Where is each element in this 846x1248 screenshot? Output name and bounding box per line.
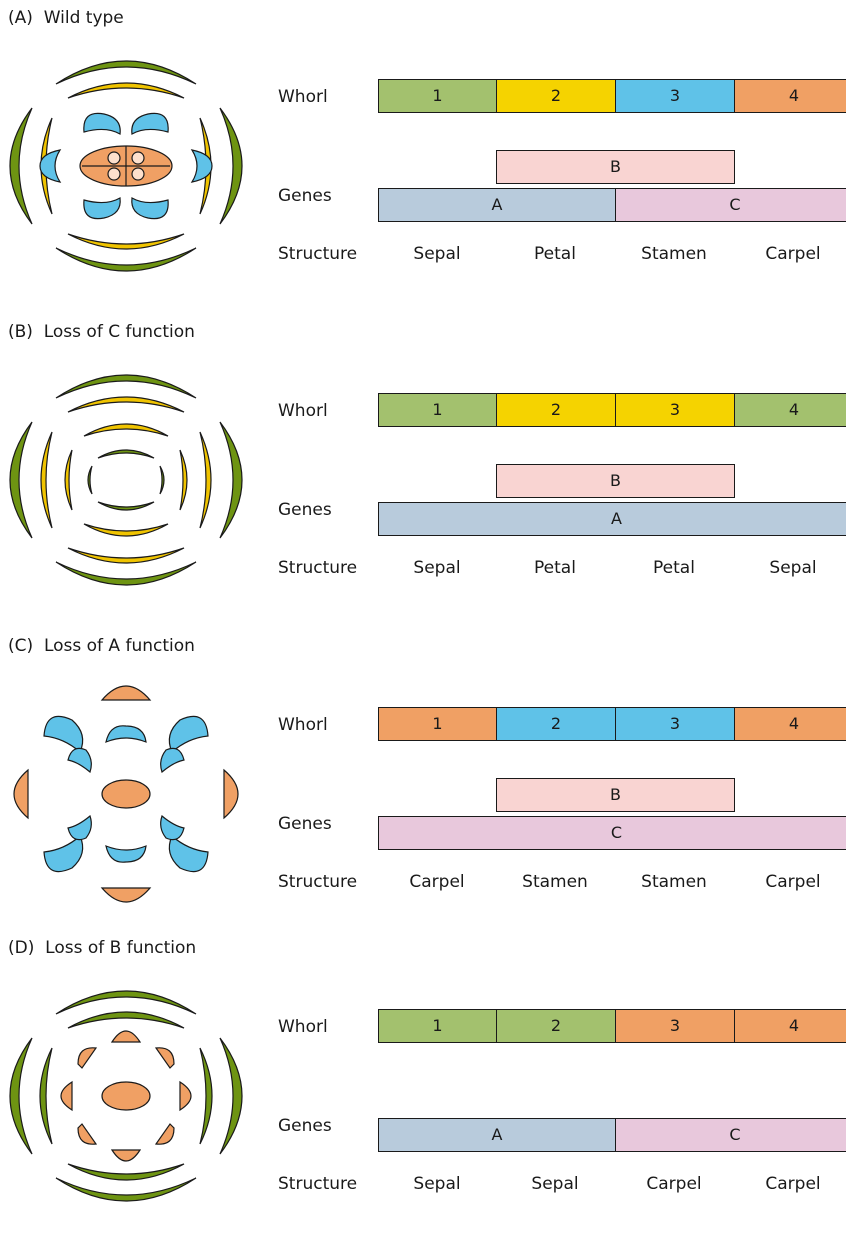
structure-2: Stamen (522, 872, 588, 892)
gene-b-bar: B (496, 464, 735, 498)
loss-of-a-flower-diagram (13, 685, 239, 903)
structure-2: Petal (534, 558, 576, 578)
whorl-label: Whorl (278, 87, 328, 107)
structure-1: Carpel (409, 872, 465, 892)
wild-type-flower-diagram (9, 60, 243, 272)
structure-label: Structure (278, 244, 358, 264)
gene-b-bar: B (496, 778, 735, 812)
structure-label: Structure (278, 558, 358, 578)
panel-loss-of-b: (D) Loss of B function Whorl 1 (0, 938, 846, 1248)
whorl-2-cell: 2 (496, 79, 616, 113)
structure-1: Sepal (413, 244, 461, 264)
whorl-label: Whorl (278, 1017, 328, 1037)
panel-title: (C) Loss of A function (8, 636, 195, 656)
structure-3: Petal (653, 558, 695, 578)
structure-2: Sepal (531, 1174, 579, 1194)
panel-title: (B) Loss of C function (8, 322, 195, 342)
whorl-3-cell: 3 (615, 1009, 735, 1043)
whorl-2-cell: 2 (496, 393, 616, 427)
whorl-4-cell: 4 (734, 1009, 846, 1043)
structure-3: Carpel (646, 1174, 702, 1194)
genes-label: Genes (278, 186, 332, 206)
whorl-label: Whorl (278, 401, 328, 421)
whorl-1-cell: 1 (378, 393, 497, 427)
whorl-1-cell: 1 (378, 707, 497, 741)
gene-c-bar: C (615, 188, 846, 222)
loss-of-b-flower-diagram (9, 990, 243, 1202)
panel-title: (D) Loss of B function (8, 938, 197, 958)
whorl-label: Whorl (278, 715, 328, 735)
whorl-1-cell: 1 (378, 1009, 497, 1043)
whorl-2-cell: 2 (496, 1009, 616, 1043)
gene-a-bar: A (378, 1118, 616, 1152)
whorl-4-cell: 4 (734, 79, 846, 113)
genes-label: Genes (278, 500, 332, 520)
structure-4: Carpel (765, 244, 821, 264)
genes-label: Genes (278, 814, 332, 834)
structure-4: Carpel (765, 1174, 821, 1194)
whorl-4-cell: 4 (734, 393, 846, 427)
structure-label: Structure (278, 872, 358, 892)
structure-2: Petal (534, 244, 576, 264)
structure-3: Stamen (641, 244, 707, 264)
panel-title: (A) Wild type (8, 8, 124, 28)
gene-b-bar: B (496, 150, 735, 184)
panel-loss-of-a: (C) Loss of A function Whorl 1 2 3 4 G (0, 636, 846, 946)
whorl-3-cell: 3 (615, 707, 735, 741)
panel-wild-type: (A) Wild type (0, 8, 846, 318)
structure-4: Carpel (765, 872, 821, 892)
structure-4: Sepal (769, 558, 817, 578)
whorl-1-cell: 1 (378, 79, 497, 113)
gene-c-bar: C (615, 1118, 846, 1152)
gene-a-bar: A (378, 502, 846, 536)
structure-3: Stamen (641, 872, 707, 892)
panel-loss-of-c: (B) Loss of C function Whorl 1 2 3 4 Gen… (0, 322, 846, 632)
gene-a-bar: A (378, 188, 616, 222)
genes-label: Genes (278, 1116, 332, 1136)
structure-1: Sepal (413, 1174, 461, 1194)
whorl-3-cell: 3 (615, 79, 735, 113)
structure-label: Structure (278, 1174, 358, 1194)
whorl-4-cell: 4 (734, 707, 846, 741)
whorl-2-cell: 2 (496, 707, 616, 741)
loss-of-c-flower-diagram (9, 374, 243, 586)
gene-c-bar: C (378, 816, 846, 850)
whorl-3-cell: 3 (615, 393, 735, 427)
structure-1: Sepal (413, 558, 461, 578)
